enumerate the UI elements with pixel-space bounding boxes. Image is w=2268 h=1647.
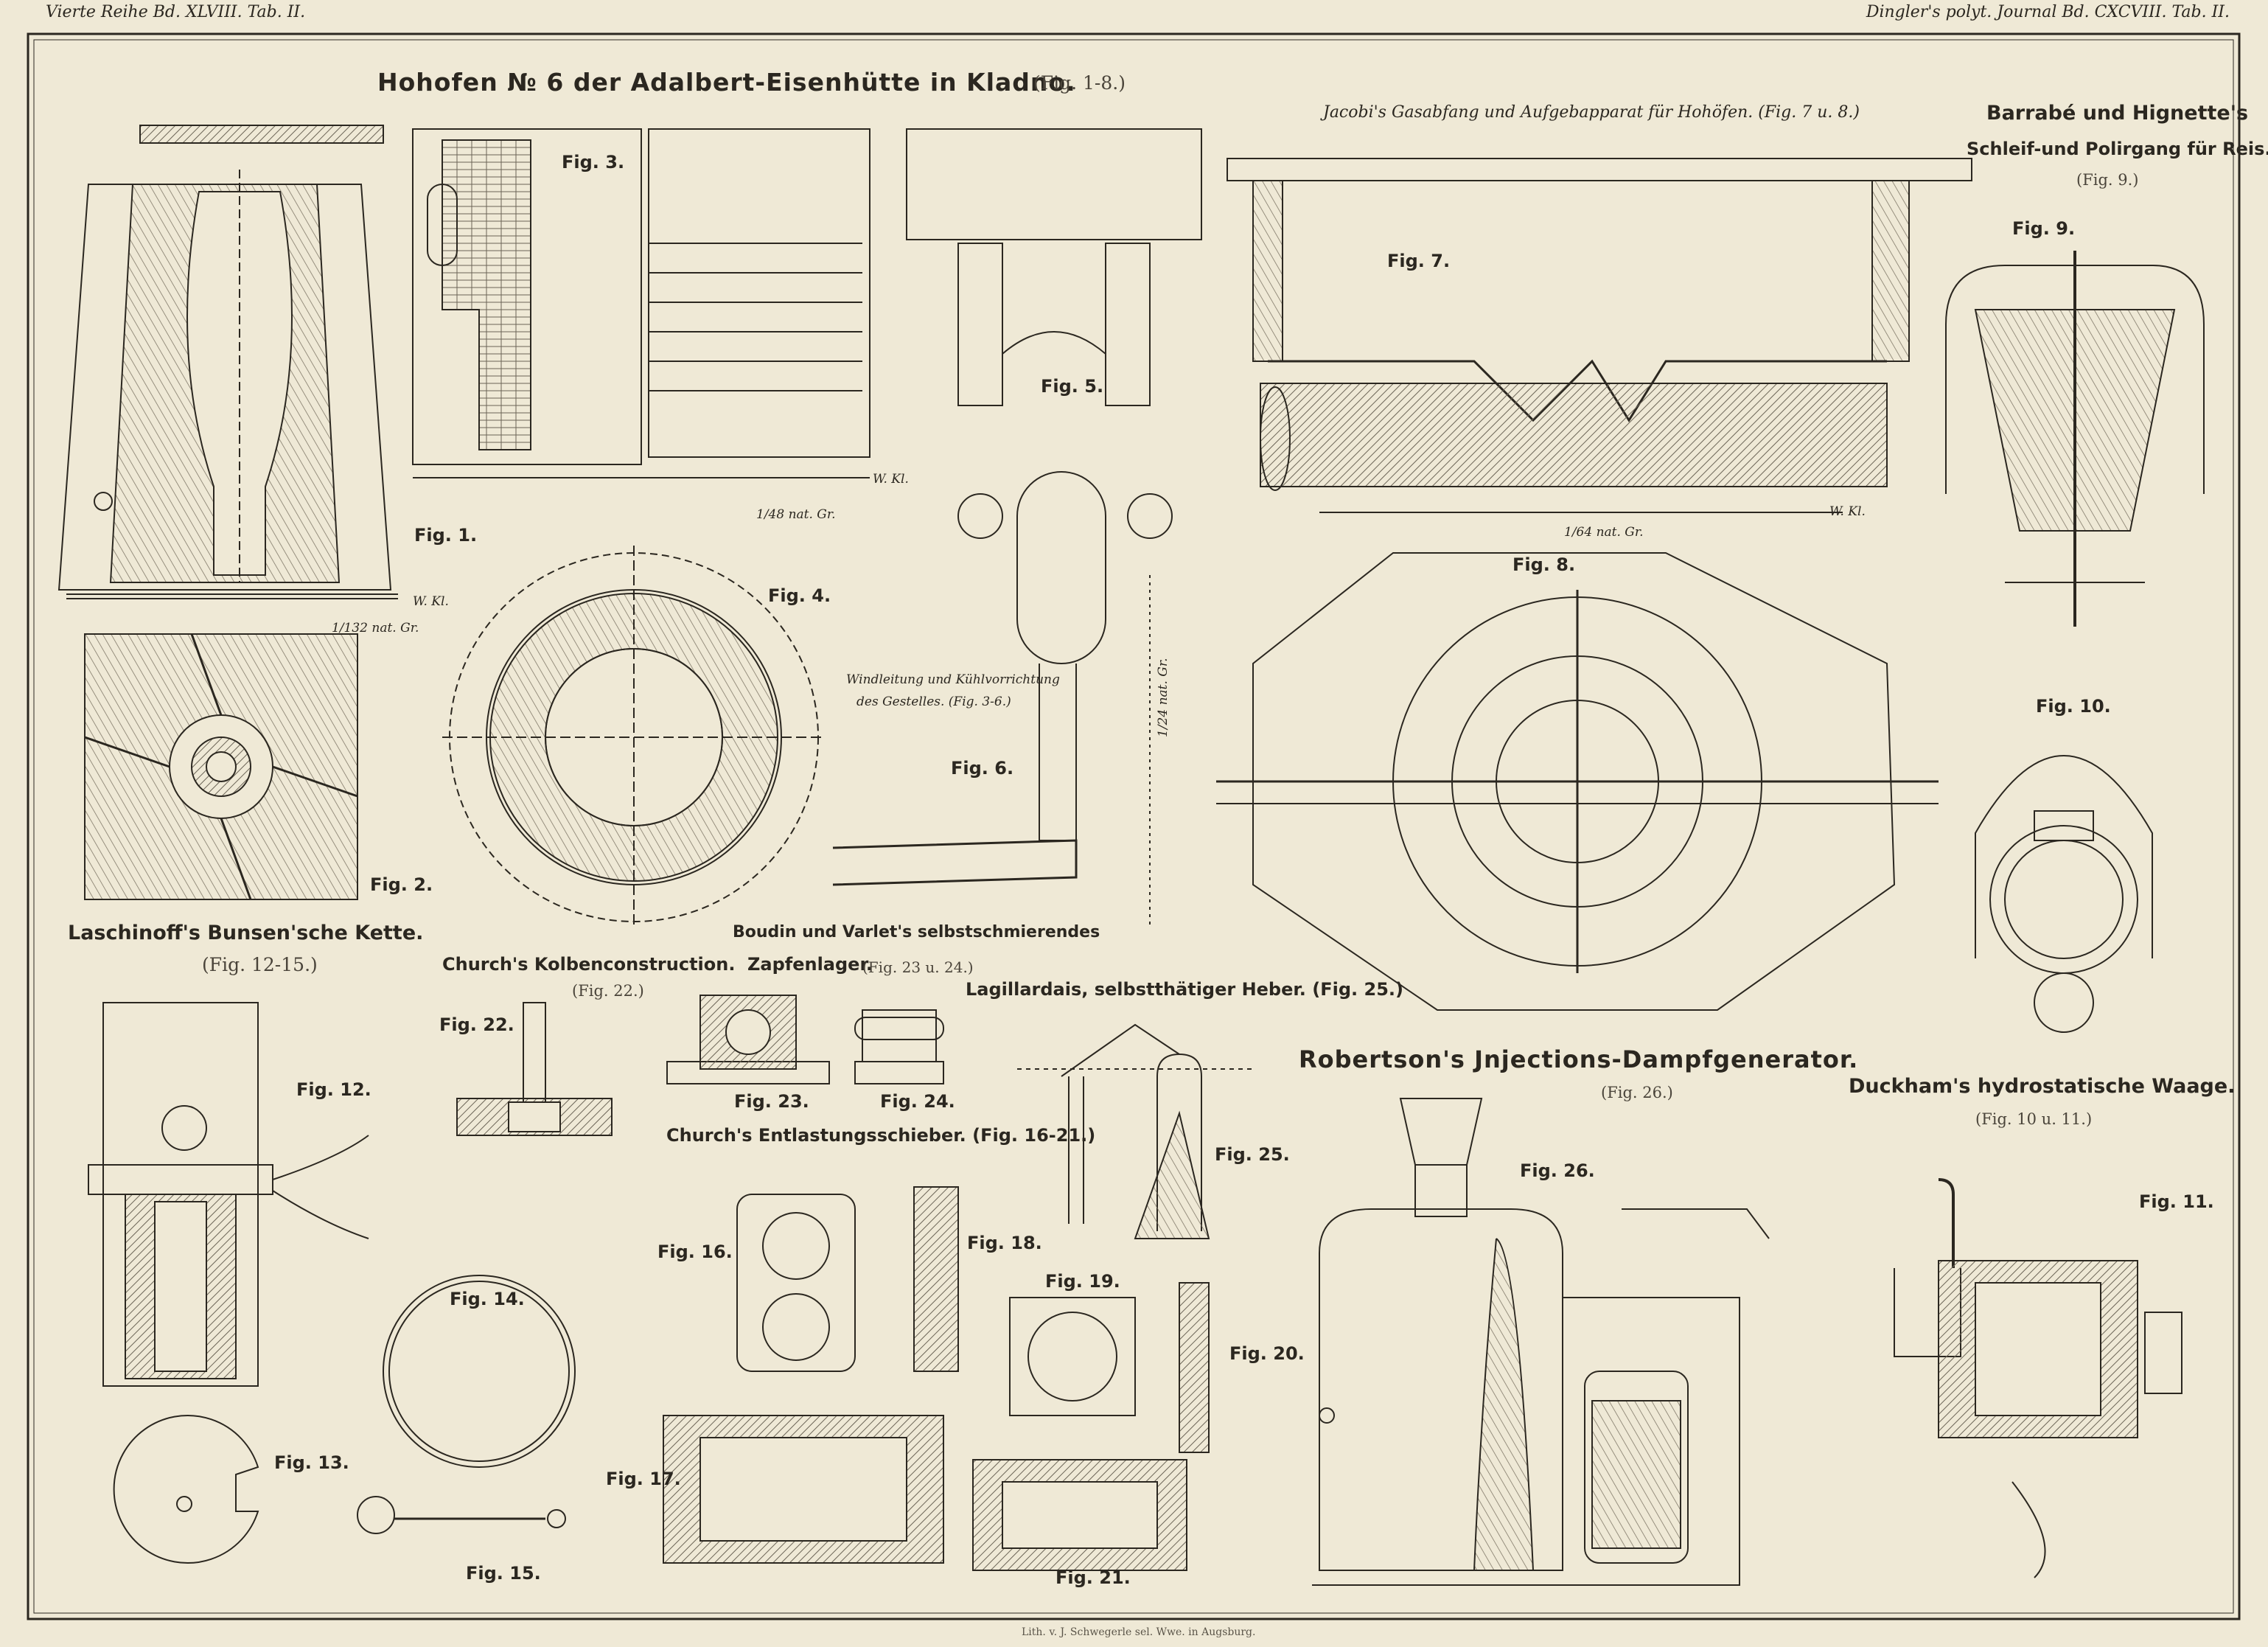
fig1-furnace-section bbox=[57, 125, 398, 599]
title-robertson: Robertson's Jnjections-Dampfgenerator. bbox=[1299, 1045, 1859, 1073]
fig-label-14: Fig. 14. bbox=[450, 1289, 525, 1309]
fig10-balance bbox=[1975, 755, 2153, 1033]
title-duckham-figs: (Fig. 10 u. 11.) bbox=[1975, 1110, 2093, 1128]
fig-label-23: Fig. 23. bbox=[734, 1091, 809, 1112]
scale-fig6: 1/24 nat. Gr. bbox=[1156, 658, 1170, 737]
fig11-hydrostatic-balance bbox=[1894, 1178, 2182, 1578]
fig-label-3: Fig. 3. bbox=[562, 152, 625, 173]
fig-label-16: Fig. 16. bbox=[657, 1242, 733, 1262]
title-lagillardais: Lagillardais, selbstthätiger Heber. (Fig… bbox=[966, 979, 1403, 1000]
fig2-square-plan bbox=[84, 633, 358, 900]
fig14-ring bbox=[383, 1275, 576, 1468]
title-church-kolben: Church's Kolbenconstruction. bbox=[442, 954, 736, 975]
footer-lithographer: Lith. v. J. Schwegerle sel. Wwe. in Augs… bbox=[1022, 1626, 1256, 1638]
fig-label-12: Fig. 12. bbox=[296, 1079, 371, 1100]
fig7-gas-catcher bbox=[1227, 158, 1972, 513]
fig16-21-slide-valves bbox=[663, 1186, 1210, 1571]
fig4-ring-plan bbox=[442, 546, 826, 929]
scale-unit-fig1: W. Kl. bbox=[413, 594, 449, 609]
fig12-battery-cell bbox=[88, 1002, 369, 1387]
fig-label-8: Fig. 8. bbox=[1512, 554, 1576, 575]
title-boudin-line2: Zapfenlager. bbox=[747, 954, 873, 975]
fig22-piston bbox=[456, 1002, 613, 1136]
fig-label-10: Fig. 10. bbox=[2036, 696, 2111, 717]
fig-label-17: Fig. 17. bbox=[606, 1469, 681, 1489]
fig-label-18: Fig. 18. bbox=[967, 1233, 1042, 1253]
plate-border bbox=[27, 32, 2241, 1620]
title-jacobi: Jacobi's Gasabfang und Aufgebapparat für… bbox=[1323, 103, 1860, 122]
title-barrabe-line1: Barrabé und Hignette's bbox=[1986, 102, 2249, 125]
fig-label-26: Fig. 26. bbox=[1520, 1160, 1595, 1181]
fig15-clamp bbox=[357, 1496, 566, 1534]
fig-label-6: Fig. 6. bbox=[951, 758, 1014, 779]
fig-label-24: Fig. 24. bbox=[880, 1091, 955, 1112]
header-journal-volume: Dingler's polyt. Journal Bd. CXCVIII. Ta… bbox=[1866, 3, 2230, 21]
title-hohofen: Hohofen № 6 der Adalbert-Eisenhütte in K… bbox=[377, 68, 1076, 97]
fig23-fig24-bearings bbox=[666, 995, 944, 1084]
fig-label-20: Fig. 20. bbox=[1229, 1343, 1305, 1364]
title-church-entlastung: Church's Entlastungsschieber. (Fig. 16-2… bbox=[666, 1125, 1096, 1146]
fig-label-7: Fig. 7. bbox=[1387, 251, 1451, 271]
title-windleitung-line1: Windleitung und Kühlvorrichtung bbox=[846, 672, 1060, 687]
title-windleitung-line2: des Gestelles. (Fig. 3-6.) bbox=[856, 694, 1011, 709]
title-laschinoff: Laschinoff's Bunsen'sche Kette. bbox=[68, 922, 424, 944]
fig-label-1: Fig. 1. bbox=[414, 525, 478, 546]
title-robertson-figs: (Fig. 26.) bbox=[1601, 1084, 1673, 1101]
fig-label-19: Fig. 19. bbox=[1045, 1271, 1120, 1292]
scale-unit-fig7: W. Kl. bbox=[1829, 504, 1866, 519]
scale-unit-fig3: W. Kl. bbox=[873, 472, 909, 487]
fig26-steam-generator bbox=[1312, 1098, 1770, 1586]
fig-label-22: Fig. 22. bbox=[439, 1014, 514, 1035]
fig-label-9: Fig. 9. bbox=[2012, 218, 2076, 239]
fig-label-2: Fig. 2. bbox=[370, 874, 433, 895]
fig9-rice-mill bbox=[1945, 251, 2205, 627]
title-duckham: Duckham's hydrostatische Waage. bbox=[1849, 1075, 2236, 1098]
header-series-volume: Vierte Reihe Bd. XLVIII. Tab. II. bbox=[46, 3, 306, 21]
fig25-siphon bbox=[1017, 1023, 1253, 1239]
title-church-kolben-figs: (Fig. 22.) bbox=[572, 982, 644, 1000]
scale-fig7: 1/64 nat. Gr. bbox=[1564, 525, 1644, 540]
fig-label-5: Fig. 5. bbox=[1041, 376, 1104, 397]
fig-label-13: Fig. 13. bbox=[274, 1452, 349, 1473]
title-boudin-line1: Boudin und Varlet's selbstschmierendes bbox=[733, 923, 1100, 941]
title-laschinoff-figs: (Fig. 12-15.) bbox=[202, 954, 318, 975]
title-barrabe-figs: (Fig. 9.) bbox=[2076, 171, 2139, 189]
title-barrabe-line2: Schleif-und Polirgang für Reis. bbox=[1967, 139, 2268, 159]
scale-fig1: 1/132 nat. Gr. bbox=[332, 621, 419, 636]
title-hohofen-figs: (Fig. 1-8.) bbox=[1033, 72, 1126, 94]
fig3-tuyere-section bbox=[412, 128, 870, 478]
fig-label-25: Fig. 25. bbox=[1215, 1144, 1290, 1165]
fig5-fig6-wind-pipes bbox=[832, 128, 1202, 929]
plate-inner-border bbox=[33, 39, 2234, 1614]
fig-label-4: Fig. 4. bbox=[768, 585, 831, 606]
fig13-disc bbox=[113, 1415, 259, 1564]
fig-label-15: Fig. 15. bbox=[466, 1563, 541, 1584]
scale-fig3: 1/48 nat. Gr. bbox=[756, 507, 836, 522]
title-boudin-figs: (Fig. 23 u. 24.) bbox=[862, 958, 974, 976]
fig8-polygonal-plan bbox=[1216, 552, 1939, 1011]
fig-label-21: Fig. 21. bbox=[1056, 1567, 1131, 1588]
fig-label-11: Fig. 11. bbox=[2139, 1191, 2214, 1212]
